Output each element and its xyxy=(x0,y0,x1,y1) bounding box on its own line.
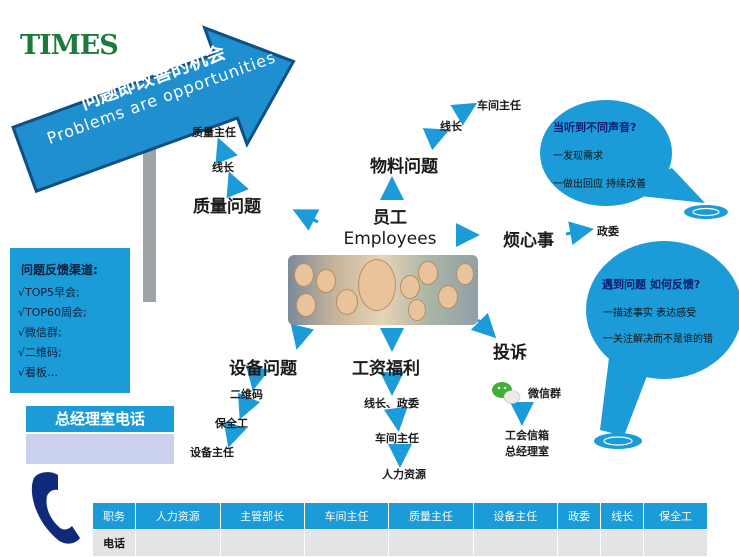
node-salary-step-2: 车间主任 xyxy=(375,432,419,445)
employees-photo xyxy=(288,255,478,325)
phone-table-header: 主管部长 xyxy=(219,502,305,530)
phone-table-cell xyxy=(303,529,390,557)
node-equipment: 设备问题 xyxy=(229,359,297,379)
phone-table-cell xyxy=(643,529,708,557)
phone-table-header: 车间主任 xyxy=(303,502,390,530)
node-complaint-mailbox-line2: 总经理室 xyxy=(505,445,549,458)
node-worry: 烦心事 xyxy=(503,231,554,251)
arrow-worry-to-target xyxy=(565,221,594,246)
times-logo: TIMES xyxy=(20,30,119,61)
arrow-equipment-3 xyxy=(223,421,247,448)
node-complaint-mailbox-line1: 工会信箱 xyxy=(505,429,549,442)
channel-item: √微信群; xyxy=(18,326,62,339)
arrow-quality-1 xyxy=(226,171,249,199)
node-worry-target: 政委 xyxy=(597,225,619,238)
node-quality: 质量问题 xyxy=(193,197,261,217)
bubble-2-item-1: 一描述事实 表达感受 xyxy=(603,308,697,319)
bubble-1-title: 当听到不同声音? xyxy=(553,121,637,134)
arrow-equipment-2 xyxy=(238,392,261,420)
phone-table-header-row: 职务 人力资源 主管部长 车间主任 质量主任 设备主任 政委 线长 保全工 xyxy=(91,502,708,530)
node-complaint-wechat: 微信群 xyxy=(528,387,561,400)
node-material: 物料问题 xyxy=(370,157,438,177)
arrow-material-1 xyxy=(422,128,450,151)
bubble-2-title: 遇到问题 如何反馈? xyxy=(602,278,701,291)
center-label-en: Employees xyxy=(343,229,437,249)
channel-item: √二维码; xyxy=(18,346,62,359)
node-equipment-step-3: 设备主任 xyxy=(190,446,234,459)
arrow-quality-2 xyxy=(215,137,238,165)
arrow-equipment-1 xyxy=(245,364,270,391)
channel-item: √TOP60周会; xyxy=(18,306,87,319)
phone-table-header: 保全工 xyxy=(643,502,708,530)
phone-table-cell xyxy=(135,529,221,557)
bubble-1-item-2: 一做出回应 持续改善 xyxy=(553,179,647,190)
banner-arrow xyxy=(11,25,296,194)
node-equipment-step-2: 保全工 xyxy=(215,417,248,430)
node-quality-step-1: 线长 xyxy=(212,161,234,174)
node-salary: 工资福利 xyxy=(352,359,420,379)
arrow-to-quality xyxy=(292,209,320,231)
phone-table-header: 职务 xyxy=(91,502,137,530)
feedback-channels-panel: 问题反馈渠道: √TOP5早会; √TOP60周会; √微信群; √二维码; √… xyxy=(10,248,130,393)
channel-item: √TOP5早会; xyxy=(18,286,80,299)
sign-pole xyxy=(143,110,156,302)
node-material-step-1: 线长 xyxy=(440,120,462,133)
feedback-channels-title: 问题反馈渠道: xyxy=(21,263,98,277)
node-salary-step-3: 人力资源 xyxy=(382,468,426,481)
channel-item: √看板… xyxy=(18,366,59,379)
phone-table-cell xyxy=(219,529,305,557)
phone-table-row: 电话 xyxy=(91,529,708,557)
center-label: 员工 Employees xyxy=(330,208,450,250)
arrow-to-complaint xyxy=(470,312,497,339)
node-salary-step-1: 线长、政委 xyxy=(364,397,419,410)
arrow-material-2 xyxy=(450,102,478,126)
bubble-2-item-2: 一关注解决而不是谁的错 xyxy=(603,334,713,345)
phone-table-header: 设备主任 xyxy=(472,502,559,530)
node-quality-step-2: 质量主任 xyxy=(192,126,236,139)
phone-table: 职务 人力资源 主管部长 车间主任 质量主任 设备主任 政委 线长 保全工 电话 xyxy=(91,502,708,557)
phone-table-cell xyxy=(600,529,645,557)
speech-bubble-1 xyxy=(540,100,728,219)
arrow-salary-2 xyxy=(383,406,408,432)
node-equipment-step-1: 二维码 xyxy=(230,388,263,401)
phone-table-header: 线长 xyxy=(600,502,645,530)
gm-phone-value-box xyxy=(26,434,174,464)
speech-bubble-2 xyxy=(586,241,739,449)
phone-table-header: 政委 xyxy=(556,502,602,530)
arrow-to-equipment xyxy=(290,323,315,350)
bubble-1-item-1: 一发现需求 xyxy=(553,151,603,162)
phone-handset-icon xyxy=(31,472,80,544)
node-complaint-mailbox: 工会信箱 总经理室 xyxy=(505,427,549,459)
node-complaint: 投诉 xyxy=(493,343,527,363)
phone-table-cell xyxy=(556,529,602,557)
gm-phone-label: 总经理室电话 xyxy=(26,406,174,432)
phone-table-header: 人力资源 xyxy=(135,502,221,530)
phone-table-header: 质量主任 xyxy=(388,502,474,530)
phone-table-row-label: 电话 xyxy=(91,529,137,557)
phone-table-cell xyxy=(388,529,474,557)
center-label-cn: 员工 xyxy=(373,208,407,228)
wechat-icon xyxy=(492,382,521,404)
phone-table-cell xyxy=(472,529,559,557)
node-material-step-2: 车间主任 xyxy=(477,99,521,112)
